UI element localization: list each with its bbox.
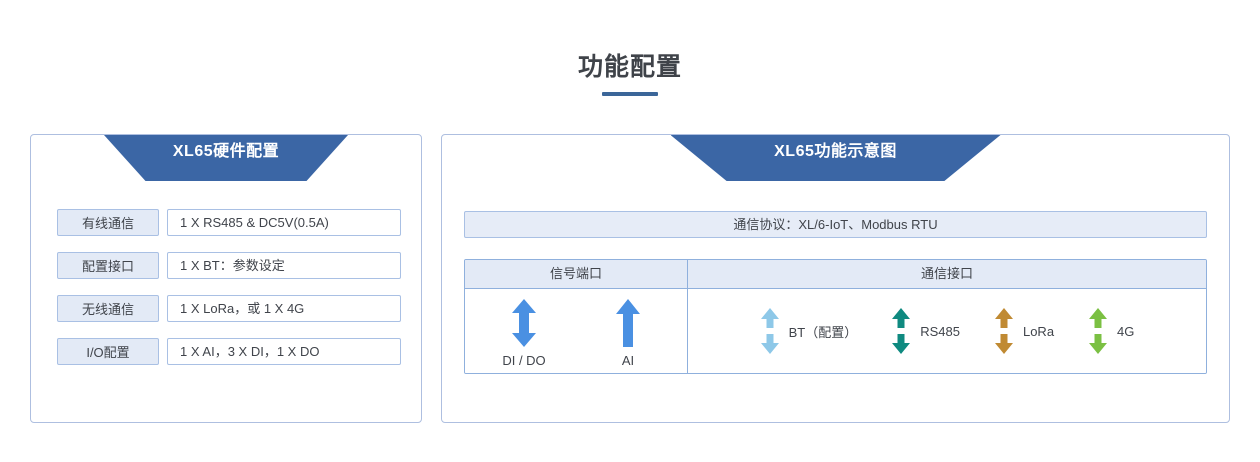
table-row: I/O配置 1 X AI，3 X DI，1 X DO [57, 338, 401, 365]
function-diagram-panel: XL65功能示意图 通信协议：XL/6-IoT、Modbus RTU 信号端口 … [441, 134, 1230, 423]
signal-port-cell: DI / DO AI [465, 289, 687, 373]
column-header-comm-interface: 通信接口 [687, 260, 1206, 288]
diagram-table-body: DI / DO AI [465, 289, 1206, 373]
hw-row-label: 配置接口 [57, 252, 159, 279]
hardware-config-banner: XL65硬件配置 [104, 135, 348, 181]
function-diagram-banner-title: XL65功能示意图 [774, 143, 897, 160]
column-header-signal-port: 信号端口 [549, 266, 602, 281]
hardware-config-banner-title: XL65硬件配置 [172, 143, 280, 160]
table-row: 有线通信 1 X RS485 & DC5V(0.5A) [57, 209, 401, 236]
list-item: AI [599, 299, 657, 368]
hw-row-label: I/O配置 [57, 338, 159, 365]
hw-row-value: 1 X LoRa，或 1 X 4G [167, 295, 401, 322]
hw-row-value: 1 X BT：参数设定 [167, 252, 401, 279]
page-title: 功能配置 [577, 53, 682, 81]
list-item: DI / DO [495, 299, 553, 368]
double-arrow-icon [511, 299, 537, 347]
comm-item-label: RS485 [920, 323, 960, 339]
comm-item-label: 4G [1117, 323, 1135, 339]
signal-item-label: AI [621, 353, 635, 368]
table-row: 无线通信 1 X LoRa，或 1 X 4G [57, 295, 401, 322]
split-double-arrow-icon [760, 308, 780, 354]
hardware-config-rows: 有线通信 1 X RS485 & DC5V(0.5A) 配置接口 1 X BT：… [57, 209, 401, 365]
signal-item-label: DI / DO [502, 353, 546, 368]
comm-item-label: LoRa [1022, 323, 1055, 339]
hw-row-value: 1 X RS485 & DC5V(0.5A) [167, 209, 401, 236]
function-diagram-banner: XL65功能示意图 [670, 135, 1001, 181]
hw-row-value: 1 X AI，3 X DI，1 X DO [167, 338, 401, 365]
hw-row-label: 有线通信 [57, 209, 159, 236]
comm-interface-cell: BT（配置） RS485 [687, 289, 1206, 373]
split-double-arrow-icon [1088, 308, 1108, 354]
split-double-arrow-icon [994, 308, 1014, 354]
up-arrow-icon [615, 299, 641, 347]
hardware-config-panel: XL65硬件配置 有线通信 1 X RS485 & DC5V(0.5A) 配置接… [30, 134, 422, 423]
comm-item-label: BT（配置） [788, 324, 858, 340]
table-row: 配置接口 1 X BT：参数设定 [57, 252, 401, 279]
list-item: LoRa [994, 308, 1054, 354]
diagram-table: 信号端口 通信接口 DI / DO [464, 259, 1207, 374]
page-title-block: 功能配置 [0, 52, 1260, 96]
list-item: 4G [1088, 308, 1134, 354]
list-item: RS485 [891, 308, 960, 354]
hw-row-label: 无线通信 [57, 295, 159, 322]
list-item: BT（配置） [760, 308, 858, 354]
split-double-arrow-icon [891, 308, 911, 354]
title-underline [602, 92, 658, 96]
diagram-table-header: 信号端口 通信接口 [465, 260, 1206, 289]
protocol-bar: 通信协议：XL/6-IoT、Modbus RTU [464, 211, 1207, 238]
